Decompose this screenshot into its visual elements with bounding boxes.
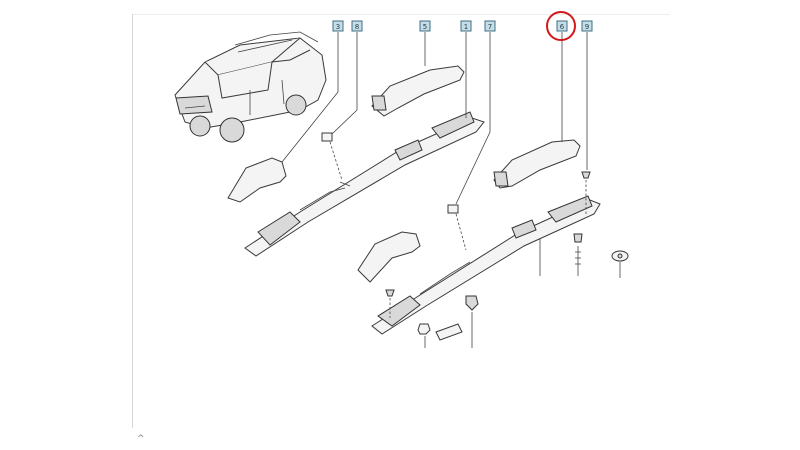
end-cap-front-left: [227, 157, 287, 203]
callout-7[interactable]: 7: [484, 20, 496, 32]
svg-text:6: 6: [560, 23, 565, 31]
diagram-top-border: [132, 14, 670, 15]
callout-3[interactable]: 3: [332, 20, 344, 32]
scroll-up-icon[interactable]: ^: [137, 434, 145, 444]
grommet-part: [465, 295, 479, 348]
svg-text:1: 1: [464, 23, 468, 31]
callout-8[interactable]: 8: [351, 20, 363, 32]
highlight-ring: [546, 11, 576, 41]
callout-9[interactable]: 9: [581, 20, 593, 32]
svg-text:8: 8: [355, 23, 359, 31]
callout-6[interactable]: 6: [556, 20, 568, 32]
pad-part: [435, 323, 463, 341]
end-cap-rear-right: [493, 139, 581, 189]
leader-7: [455, 32, 491, 205]
leader-3: [281, 32, 339, 163]
washer-part: [611, 250, 629, 278]
bolt-right: [573, 233, 583, 276]
callout-1[interactable]: 1: [460, 20, 472, 32]
callout-5[interactable]: 5: [419, 20, 431, 32]
leader-8-dash: [329, 141, 343, 181]
clip-part-7: [447, 204, 459, 214]
roof-rail-right: [371, 195, 601, 335]
roof-rail-left: [244, 111, 485, 257]
nut-part: [417, 323, 431, 348]
svg-text:7: 7: [488, 23, 492, 31]
end-cap-front-right: [357, 231, 421, 283]
screw-9: [581, 171, 591, 214]
diagram-left-border: [132, 14, 133, 428]
clip-part-8: [321, 132, 333, 142]
vehicle-illustration: [174, 31, 327, 143]
svg-text:5: 5: [423, 23, 427, 31]
end-cap-rear-left: [371, 65, 465, 117]
leader-7-dash: [455, 213, 467, 251]
svg-text:9: 9: [585, 23, 589, 31]
leader-8: [331, 32, 358, 135]
svg-text:3: 3: [336, 23, 340, 31]
screw-left: [385, 289, 395, 318]
